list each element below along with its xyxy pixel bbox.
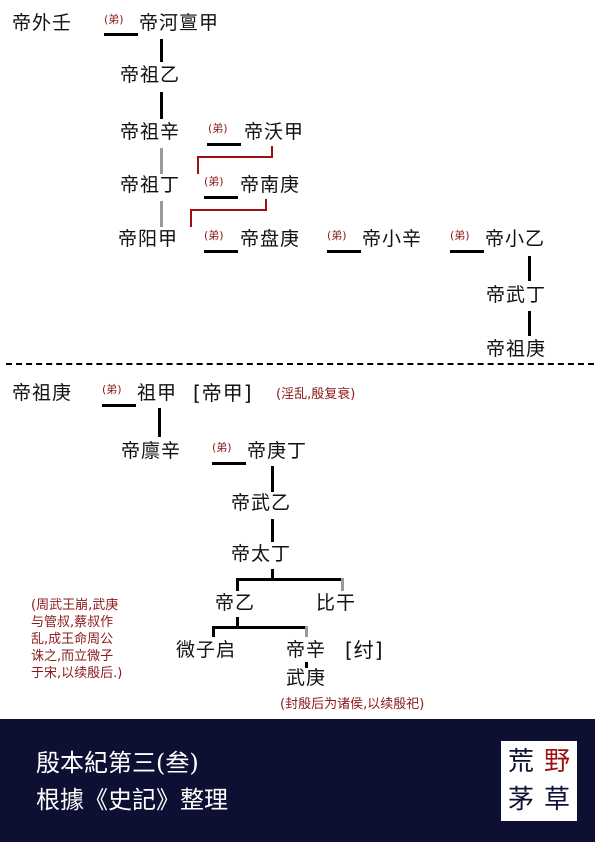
node-nan-geng: 帝南庚 (240, 174, 301, 196)
note-line: 与管叔,蔡叔作 (31, 615, 114, 630)
note-line: (周武王崩,武庚 (31, 598, 119, 613)
succession-line-gray (160, 148, 163, 174)
note-yin-decline: (淫乱,殷复衰) (276, 387, 356, 402)
line-red (190, 209, 192, 227)
seal-char: 草 (543, 785, 570, 815)
node-wu-geng: 武庚 (286, 667, 327, 689)
node-xiao-xin: 帝小辛 (362, 228, 423, 250)
brother-marker: (弟) (204, 229, 224, 242)
brother-underline (204, 196, 238, 199)
node-di-yi: 帝乙 (215, 592, 256, 614)
succession-line (160, 92, 163, 119)
seal-char: 茅 (507, 785, 534, 815)
branch-line (236, 617, 239, 627)
node-wo-jia: 帝沃甲 (244, 121, 305, 143)
node-wu-ding: 帝武丁 (486, 284, 547, 306)
branch-line (212, 626, 215, 637)
brother-marker: (弟) (450, 229, 470, 242)
line-red (190, 209, 267, 211)
node-zu-ding: 帝祖丁 (120, 174, 181, 196)
note-line: 于宋,以续殷后.) (31, 666, 123, 681)
succession-line (271, 519, 274, 542)
succession-line (528, 311, 531, 336)
branch-line-gray (341, 578, 344, 591)
brother-marker: (弟) (212, 441, 232, 454)
node-bi-gan: 比干 (316, 592, 357, 614)
note-line: 诛之,而立微子 (31, 649, 114, 664)
node-yang-jia: 帝阳甲 (118, 228, 179, 250)
brother-underline (102, 404, 136, 407)
node-zu-yi: 帝祖乙 (120, 64, 181, 86)
node-wu-yi: 帝武乙 (231, 492, 292, 514)
succession-line (528, 256, 531, 281)
node-zu-xin: 帝祖辛 (120, 121, 181, 143)
node-zu-jia: 祖甲 (137, 382, 178, 404)
succession-line (305, 662, 308, 668)
brother-underline (450, 250, 484, 253)
note-wu-geng-rebellion: (周武王崩,武庚 与管叔,蔡叔作 乱,成王命周公 诛之,而立微子 于宋,以续殷后… (31, 597, 122, 682)
brother-underline (204, 250, 238, 253)
brother-marker: (弟) (102, 383, 122, 396)
branch-line (236, 578, 239, 591)
node-wai-ren: 帝外壬 (12, 12, 73, 34)
line-red (197, 156, 199, 174)
note-line: 乱,成王命周公 (31, 632, 114, 647)
node-he-dan-jia: 帝河亶甲 (139, 12, 220, 34)
footer-banner (0, 719, 595, 842)
brother-underline (207, 143, 241, 146)
branch-line (212, 626, 307, 629)
succession-line (160, 39, 163, 62)
node-zu-geng-2: 帝祖庚 (12, 382, 73, 404)
brother-underline (212, 462, 246, 465)
line-red (265, 199, 267, 209)
node-geng-ding: 帝庚丁 (247, 440, 308, 462)
section-divider (6, 363, 594, 365)
brother-marker: (弟) (104, 13, 124, 26)
node-wei-zi-qi: 微子启 (176, 639, 237, 661)
succession-line (271, 466, 274, 492)
node-zhou-alias: [纣] (345, 638, 384, 662)
brother-marker: (弟) (204, 175, 224, 188)
brother-marker: (弟) (208, 122, 228, 135)
node-lin-xin: 帝廪辛 (121, 440, 182, 462)
seal-logo: 荒 野 茅 草 (501, 741, 577, 821)
node-di-jia-alias: [帝甲] (193, 381, 253, 405)
footer-title: 殷本紀第三(叁) (36, 749, 199, 777)
line-red (271, 146, 273, 156)
succession-line (158, 408, 161, 437)
node-tai-ding: 帝太丁 (231, 543, 292, 565)
branch-line-gray (305, 626, 308, 637)
brother-marker: (弟) (327, 229, 347, 242)
node-di-xin: 帝辛 (286, 639, 327, 661)
node-zu-geng: 帝祖庚 (486, 338, 547, 360)
seal-char: 野 (543, 747, 570, 777)
seal-char: 荒 (507, 747, 534, 777)
brother-underline (327, 250, 361, 253)
node-pan-geng: 帝盘庚 (240, 228, 301, 250)
brother-underline (104, 33, 138, 36)
note-enfeoffment: (封殷后为诸侯,以续殷祀) (280, 697, 425, 712)
node-xiao-yi: 帝小乙 (485, 228, 546, 250)
branch-line (236, 578, 344, 581)
branch-line (271, 569, 274, 579)
footer-subtitle: 根據《史記》整理 (36, 786, 228, 814)
succession-line-gray (160, 201, 163, 227)
line-red (197, 156, 273, 158)
